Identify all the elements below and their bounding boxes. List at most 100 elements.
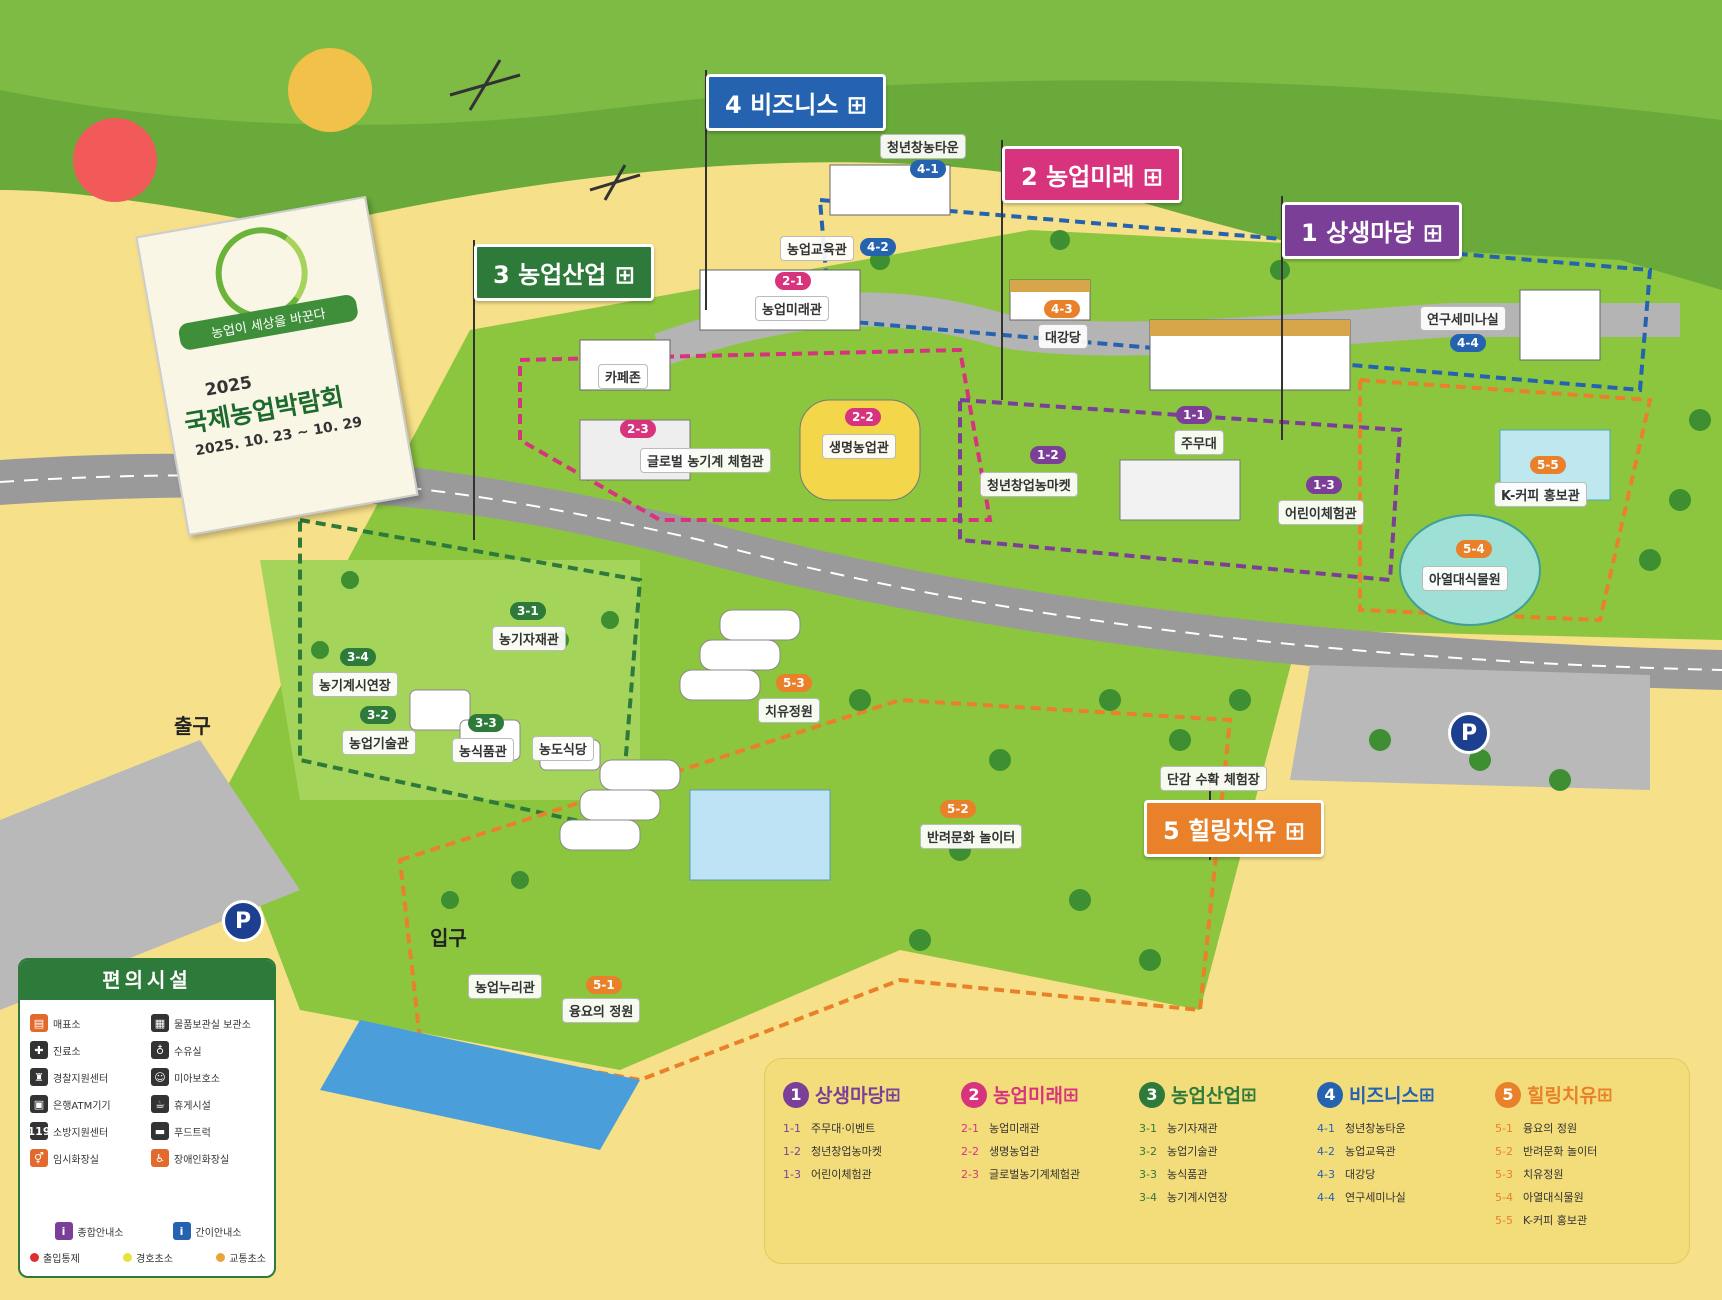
traffic-dot-icon (216, 1253, 226, 1262)
legend-item-label: 수유실 (174, 1046, 202, 1058)
police-icon: ♜ (30, 1068, 48, 1086)
label-3-4[interactable]: 농기계시연장 (312, 672, 398, 697)
label-5-2[interactable]: 반려문화 놀이터 (920, 824, 1023, 849)
badge-2-3: 2-3 (620, 420, 656, 438)
label-1-3[interactable]: 어린이체험관 (1278, 500, 1364, 525)
legend-item: ▤매표소 (30, 1014, 145, 1032)
label-2-2[interactable]: 생명농업관 (822, 434, 896, 459)
badge-2-1: 2-1 (775, 272, 811, 290)
label-2-3[interactable]: 글로벌 농기계 체험관 (640, 448, 771, 473)
rest-icon: ☕ (151, 1095, 169, 1113)
zone-item-name: 농업교육관 (1345, 1145, 1396, 1158)
flag-zone-1: 1 상생마당 ⊞ (1282, 202, 1462, 259)
exit-label[interactable]: 출구 (174, 714, 211, 738)
label-persimmon[interactable]: 단감 수확 체험장 (1160, 766, 1267, 791)
label-1-2[interactable]: 청년창업농마켓 (980, 472, 1078, 497)
zone-item-code: 3-3 (1139, 1168, 1157, 1181)
zone-item-code: 5-3 (1495, 1168, 1513, 1181)
zone-number-icon: 4 (1317, 1081, 1343, 1108)
zone-item-name: 치유정원 (1523, 1168, 1564, 1181)
parking-east-icon[interactable]: P (1448, 712, 1490, 754)
flag-label: 상생마당 (1326, 219, 1415, 247)
zone-item-code: 1-1 (783, 1122, 801, 1135)
label-cafe[interactable]: 카페존 (598, 364, 648, 389)
zone-grid-icon: ⊞ (1596, 1083, 1613, 1106)
zone-item-name: 농식품관 (1167, 1168, 1208, 1181)
legend-dot-label: 경호초소 (136, 1254, 173, 1265)
zone-item-code: 5-4 (1495, 1191, 1513, 1204)
label-3-1[interactable]: 농기자재관 (492, 626, 566, 651)
zone-item-code: 1-3 (783, 1168, 801, 1181)
badge-3-1: 3-1 (510, 602, 546, 620)
zone-item-name: K-커피 홍보관 (1523, 1214, 1588, 1227)
zone-item-name: 농기계시연장 (1167, 1191, 1228, 1204)
locker-icon: ▦ (151, 1014, 169, 1032)
zone-item[interactable]: 5-3 치유정원 (1495, 1166, 1613, 1182)
legend-item-label: 휴게시설 (174, 1100, 211, 1112)
label-restaurant[interactable]: 농도식당 (532, 736, 594, 761)
legend-item-label: 경찰지원센터 (53, 1073, 109, 1085)
flag-label: 비즈니스 (750, 91, 839, 119)
zone-item-code: 5-2 (1495, 1145, 1513, 1158)
legend-dot-item: 교통초소 (216, 1250, 266, 1265)
zone-item[interactable]: 5-1 융요의 정원 (1495, 1120, 1613, 1136)
zone-item[interactable]: 3-3 농식품관 (1139, 1166, 1257, 1182)
label-4-4[interactable]: 연구세미나실 (1420, 306, 1506, 331)
zone-name: 상생마당 (815, 1085, 885, 1107)
label-5-3[interactable]: 치유정원 (758, 698, 820, 723)
flag-label: 농업미래 (1046, 163, 1135, 191)
label-4-2[interactable]: 농업교육관 (780, 236, 854, 261)
zone-item-name: 연구세미나실 (1345, 1191, 1406, 1204)
label-5-4[interactable]: 아열대식물원 (1422, 566, 1508, 591)
zone-item[interactable]: 5-4 아열대식물원 (1495, 1189, 1613, 1205)
label-3-3[interactable]: 농식품관 (452, 738, 514, 763)
entrance-label[interactable]: 입구 (430, 926, 467, 950)
legend-item-label: 은행ATM기기 (53, 1100, 111, 1112)
flag-zone-4: 4 비즈니스 ⊞ (706, 74, 886, 131)
zone-item-code: 5-1 (1495, 1122, 1513, 1135)
zone-item-name: 융요의 정원 (1523, 1122, 1578, 1135)
badge-1-1: 1-1 (1176, 406, 1212, 424)
legend-item: ☺미아보호소 (151, 1068, 266, 1086)
label-4-3[interactable]: 대강당 (1038, 324, 1088, 349)
info-main-icon: i (54, 1222, 73, 1240)
label-5-1[interactable]: 융요의 정원 (562, 998, 641, 1023)
label-4-1[interactable]: 청년창농타운 (880, 134, 966, 159)
legend-dot-item: 경호초소 (123, 1250, 173, 1265)
badge-2-2: 2-2 (845, 408, 881, 426)
legend-dot-label: 교통초소 (229, 1254, 266, 1265)
zone-item-code: 3-2 (1139, 1145, 1157, 1158)
label-2-1[interactable]: 농업미래관 (755, 296, 829, 321)
flag-zone-5: 5 힐링치유 ⊞ (1144, 800, 1324, 857)
zone-item-name: 아열대식물원 (1523, 1191, 1584, 1204)
legend-item-label: 물품보관실 보관소 (174, 1019, 251, 1031)
label-nongup-nuri[interactable]: 농업누리관 (468, 974, 542, 999)
label-5-5[interactable]: K-커피 홍보관 (1494, 482, 1587, 507)
label-3-2[interactable]: 농업기술관 (342, 730, 416, 755)
label-1-1[interactable]: 주무대 (1174, 430, 1224, 455)
parking-west-icon[interactable]: P (222, 900, 264, 942)
